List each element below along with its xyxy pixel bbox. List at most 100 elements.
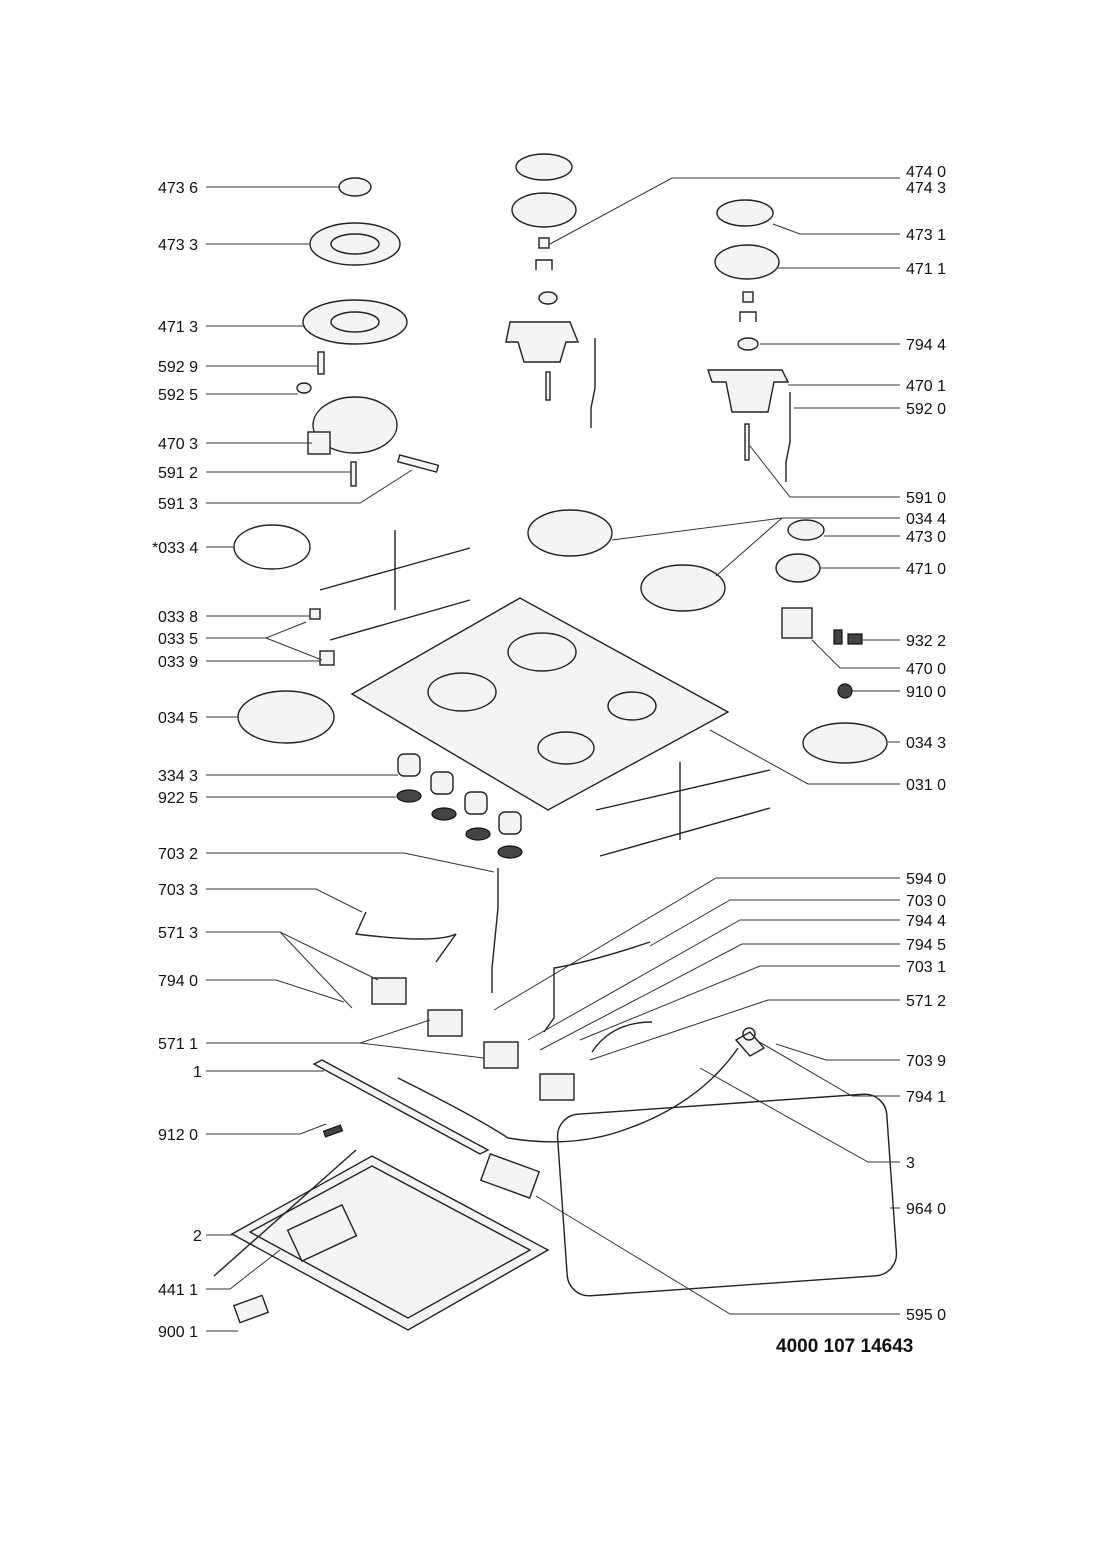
label-571-3: 571 3 [158, 925, 198, 942]
leader-571-1 [206, 1019, 485, 1059]
sealing-gasket [556, 1093, 898, 1297]
seal-middle [538, 291, 558, 305]
leader-031-0 [709, 729, 900, 785]
label-3: 3 [906, 1155, 915, 1172]
clip-middle [535, 259, 553, 270]
igniter-large [350, 461, 357, 487]
seal-right [737, 337, 759, 351]
label-2: 2 [193, 1228, 202, 1245]
label-033-8: 033 8 [158, 609, 198, 626]
label-591-3: 591 3 [158, 496, 198, 513]
label-473-1: 473 1 [906, 227, 946, 244]
label-922-5: 922 5 [158, 790, 198, 807]
igniter-middle [545, 371, 551, 401]
elbow-703-9 [734, 1031, 766, 1057]
label-441-1: 441 1 [158, 1282, 198, 1299]
thermocouple-large [317, 351, 325, 375]
label-474-3: 474 3 [906, 180, 946, 197]
labels-right: 474 0 474 3 473 1 471 1 794 4 470 1 592 … [906, 164, 946, 1324]
burner-ring-left [237, 690, 335, 744]
valve-2 [427, 1009, 463, 1037]
cooktop-hole-1 [507, 632, 577, 672]
label-591-0: 591 0 [906, 490, 946, 507]
label-794-4-top: 794 4 [906, 337, 946, 354]
burner-crown-large [302, 299, 408, 345]
cap-disc-1 [527, 509, 613, 557]
leader-591-0 [749, 445, 900, 498]
label-471-0: 471 0 [906, 561, 946, 578]
burner-crown-right [714, 244, 780, 280]
leader-703-3 [206, 888, 363, 913]
label-912-0: 912 0 [158, 1127, 198, 1144]
thermocouple-middle [590, 338, 596, 428]
leader-794-4-mid [527, 919, 900, 1041]
cap-right [716, 199, 774, 227]
knob-ring-2 [431, 807, 457, 821]
knob-2 [430, 771, 454, 795]
burner-base-right [707, 369, 790, 413]
leader-794-0 [206, 979, 345, 1003]
leader-3 [699, 1067, 900, 1163]
leader-794-5 [539, 943, 900, 1051]
thermocouple-right [785, 392, 791, 482]
gas-tube-703-3 [354, 911, 457, 963]
label-571-1: 571 1 [158, 1036, 198, 1053]
valve-1 [371, 977, 407, 1005]
tray-edge-strip [213, 1149, 357, 1277]
pan-support-right [595, 762, 771, 857]
leader-591-3 [206, 469, 413, 504]
label-031-0: 031 0 [906, 777, 946, 794]
bracket-1 [312, 1059, 490, 1155]
cap-disc-2 [640, 564, 726, 612]
leader-033-5 [206, 621, 323, 661]
cooktop-hole-2 [427, 672, 497, 712]
cooktop-hole-4 [537, 731, 595, 765]
label-1: 1 [193, 1064, 202, 1081]
parts-group [213, 153, 898, 1331]
burner-base-middle [505, 321, 580, 363]
leader-034-4 [611, 517, 900, 577]
label-474-0: 474 0 [906, 164, 946, 181]
label-592-0: 592 0 [906, 401, 946, 418]
labels-left: 473 6 473 3 471 3 592 9 592 5 470 3 591 … [152, 180, 202, 1341]
gas-tube-703-0 [543, 941, 651, 1033]
label-470-0: 470 0 [906, 661, 946, 678]
cap-small [338, 177, 372, 197]
label-034-5: 034 5 [158, 710, 198, 727]
leader-703-1 [579, 965, 900, 1041]
leader-794-1 [755, 1039, 900, 1097]
leader-703-9 [775, 1043, 900, 1061]
wok-ring [233, 524, 311, 570]
label-470-1: 470 1 [906, 378, 946, 395]
label-592-5: 592 5 [158, 387, 198, 404]
label-703-9: 703 9 [906, 1053, 946, 1070]
igniter-right [744, 423, 750, 461]
label-571-2: 571 2 [906, 993, 946, 1010]
burner-crown-middle [511, 192, 577, 228]
burner-base-large [312, 396, 398, 454]
gas-tube-703-1 [591, 1021, 653, 1053]
pan-support-left [319, 530, 471, 641]
cap-ring-large [309, 222, 401, 266]
cooktop-hole-3 [607, 691, 657, 721]
label-703-0: 703 0 [906, 893, 946, 910]
label-470-3: 470 3 [158, 436, 198, 453]
knob-ring-1 [396, 789, 422, 803]
label-033-5: 033 5 [158, 631, 198, 648]
label-592-9: 592 9 [158, 359, 198, 376]
label-033-9: 033 9 [158, 654, 198, 671]
grid-foot-clip [319, 650, 335, 666]
label-900-1: 900 1 [158, 1324, 198, 1341]
valve-3 [483, 1041, 519, 1069]
base-tray-inner [248, 1165, 532, 1319]
leader-474-0 [549, 177, 900, 245]
injector-right [742, 291, 754, 303]
label-794-1: 794 1 [906, 1089, 946, 1106]
document-code: 4000 107 14643 [776, 1336, 914, 1357]
valve-4 [539, 1073, 575, 1101]
seal-794-1 [742, 1027, 756, 1041]
leader-441-1 [206, 1249, 281, 1290]
label-471-3: 471 3 [158, 319, 198, 336]
label-473-3: 473 3 [158, 237, 198, 254]
